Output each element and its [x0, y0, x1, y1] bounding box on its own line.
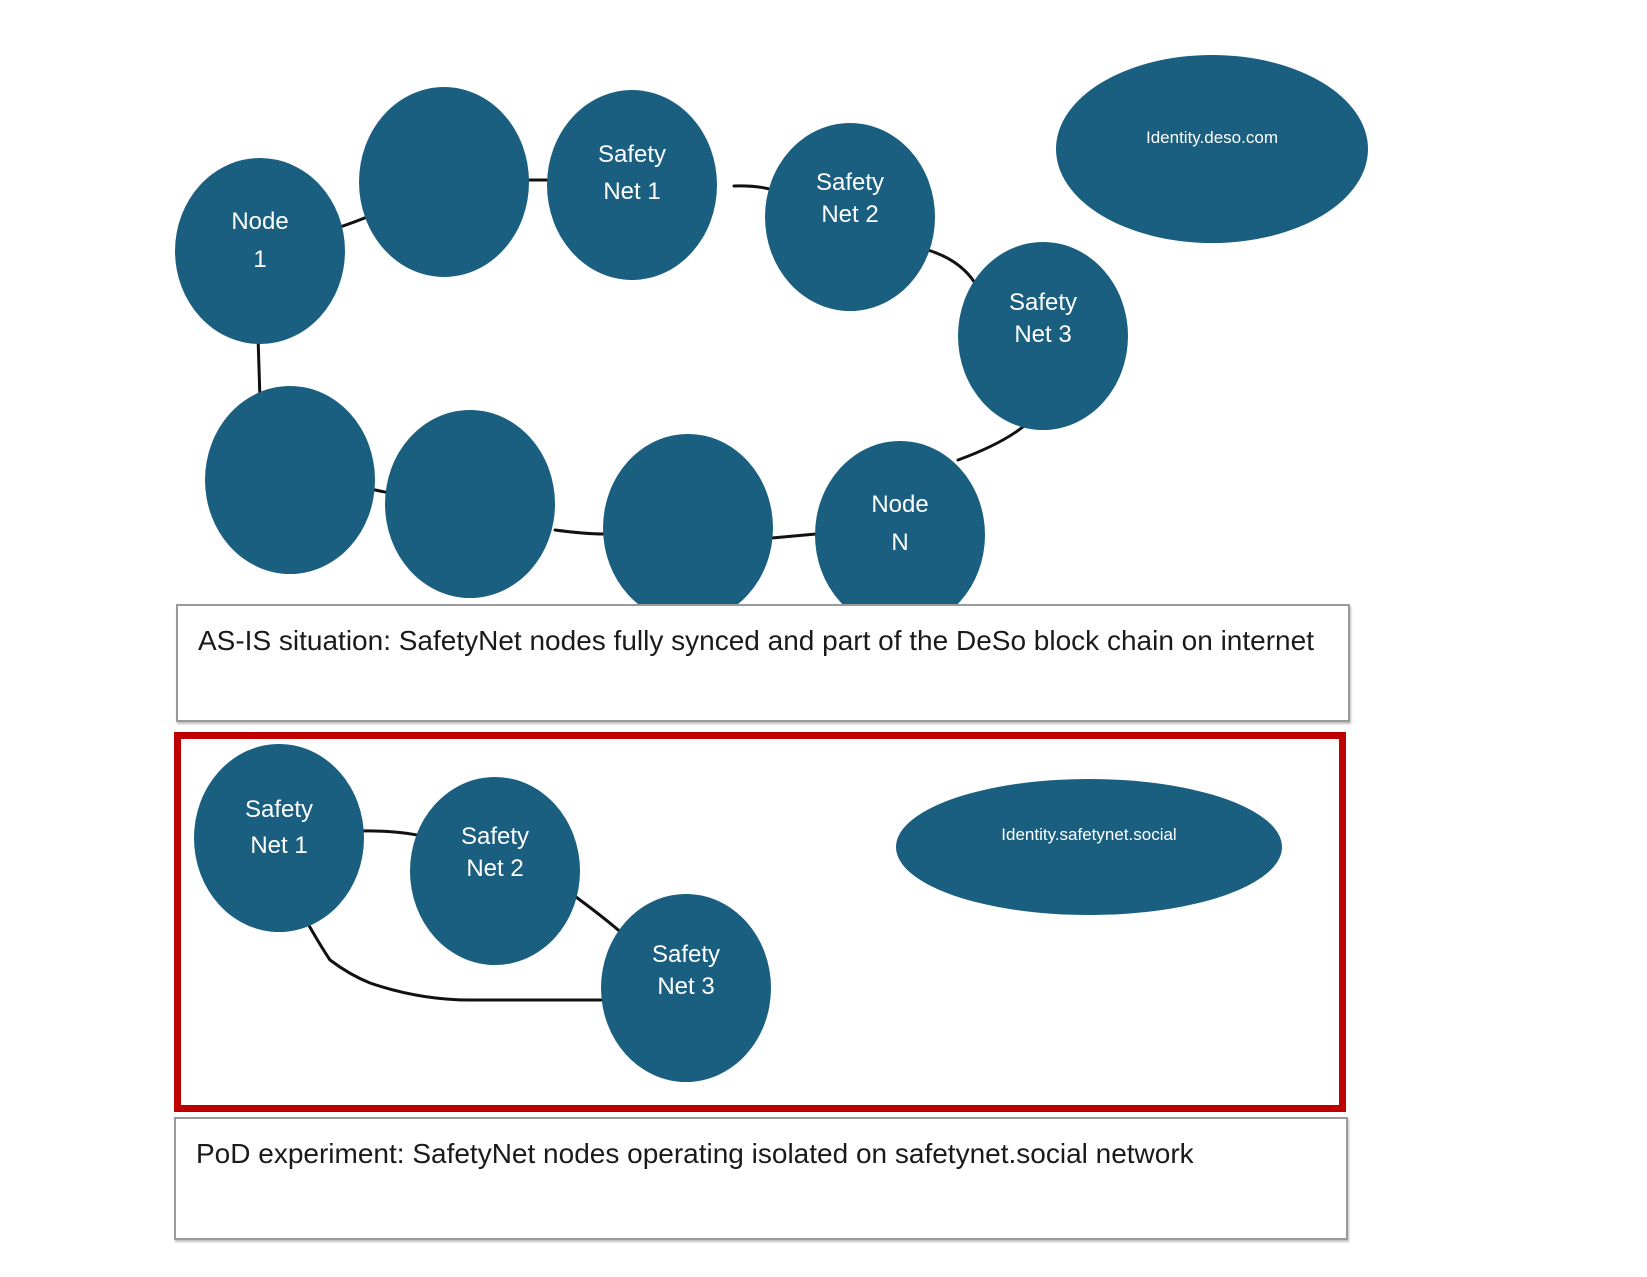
node-label-line: Net 2 [466, 855, 523, 882]
node-label-line: Net 2 [821, 201, 878, 228]
node-blank-b[interactable] [205, 386, 375, 574]
identity-label: Identity.deso.com [1146, 128, 1278, 147]
node-label-line: Net 1 [603, 178, 660, 205]
node-blank-d[interactable] [603, 434, 773, 622]
node-n[interactable]: Node N [815, 441, 985, 629]
node-label-line: 1 [253, 246, 266, 273]
node-label-line: Safety [461, 823, 529, 850]
node-label-line: Net 1 [250, 832, 307, 859]
identity-deso[interactable]: Identity.deso.com [1056, 55, 1368, 243]
asis-caption: AS-IS situation: SafetyNet nodes fully s… [176, 604, 1350, 722]
safety-net-3[interactable]: Safety Net 3 [958, 242, 1128, 430]
edge-pod-sn1-sn3 [305, 920, 622, 1002]
safety-net-2[interactable]: Safety Net 2 [765, 123, 935, 311]
identity-safetynet[interactable]: Identity.safetynet.social [896, 779, 1282, 915]
node-label-line: Node [231, 208, 288, 235]
pod-safety-net-2[interactable]: Safety Net 2 [410, 777, 580, 965]
node-label-line: Safety [816, 169, 884, 196]
pod-safety-net-1[interactable]: Safety Net 1 [194, 744, 364, 932]
identity-label: Identity.safetynet.social [1001, 825, 1176, 844]
node-label-line: Safety [1009, 289, 1077, 316]
pod-caption: PoD experiment: SafetyNet nodes operatin… [174, 1117, 1348, 1240]
pod-highlight-frame [174, 732, 1346, 1112]
pod-safety-net-3[interactable]: Safety Net 3 [601, 894, 771, 1082]
asis-caption-text: AS-IS situation: SafetyNet nodes fully s… [198, 625, 1314, 656]
node-blank-c[interactable] [385, 410, 555, 598]
node-label-line: Safety [598, 141, 666, 168]
edge-safetynet2-safetynet3 [926, 248, 977, 285]
pod-caption-text: PoD experiment: SafetyNet nodes operatin… [196, 1138, 1194, 1169]
edge-blank-b-node1 [256, 334, 262, 402]
safety-net-1[interactable]: Safety Net 1 [547, 90, 717, 280]
asis-nodes: Node 1 Safety Net 1 Safety Net 2 Safety … [175, 55, 1368, 629]
node-label-line: N [891, 529, 908, 556]
node-label-line: Safety [245, 796, 313, 823]
node-label-line: Safety [652, 941, 720, 968]
node-blank-a[interactable] [359, 87, 529, 277]
node-1[interactable]: Node 1 [175, 158, 345, 344]
node-label-line: Net 3 [1014, 321, 1071, 348]
edge-blank-d-blank-c [553, 528, 606, 536]
pod-nodes: Safety Net 1 Safety Net 2 Safety Net 3 I… [194, 744, 1282, 1082]
node-label-line: Net 3 [657, 973, 714, 1000]
node-label-line: Node [871, 491, 928, 518]
